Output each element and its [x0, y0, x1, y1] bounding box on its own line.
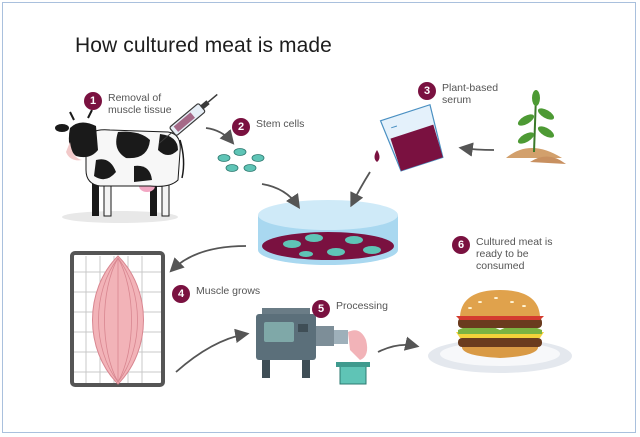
step-badge: 4: [172, 285, 190, 303]
step-label: Removal of muscle tissue: [108, 92, 172, 116]
page-title: How cultured meat is made: [75, 34, 332, 57]
petri-dish-illustration: [258, 200, 398, 265]
step-badge: 3: [418, 82, 436, 100]
processing-machine-illustration: [256, 308, 370, 385]
step-badge: 6: [452, 236, 470, 254]
syringe-illustration: [158, 93, 218, 144]
step-2: 2 Stem cells: [232, 118, 304, 136]
step-badge: 5: [312, 300, 330, 318]
arrow-3-to-dish: [350, 171, 371, 208]
step-badge: 1: [84, 92, 102, 110]
cow-illustration: [55, 109, 185, 223]
arrow-5-to-6: [377, 336, 420, 353]
step-4: 4 Muscle grows: [172, 285, 260, 303]
step-label: Muscle grows: [196, 285, 261, 297]
stem-cells-illustration: [217, 148, 265, 172]
step-label: Cultured meat is ready to be consumed: [476, 236, 553, 272]
step-label: Plant-based serum: [442, 82, 499, 106]
serum-drop-icon: [374, 150, 380, 162]
arrow-dish-to-4: [169, 245, 247, 273]
plant-illustration: [506, 90, 566, 164]
step-badge: 2: [232, 118, 250, 136]
arrow-4-to-5: [175, 328, 250, 373]
arrow-1-to-2: [205, 127, 235, 145]
step-1: 1 Removal of muscle tissue: [84, 92, 172, 116]
burger-plate-illustration: [428, 290, 572, 373]
step-3: 3 Plant-based serum: [418, 82, 498, 106]
step-label: Stem cells: [256, 118, 305, 130]
step-5: 5 Processing: [312, 300, 388, 318]
step-label: Processing: [336, 300, 388, 312]
arrow-2-to-dish: [261, 183, 300, 209]
serum-beaker-illustration: [379, 103, 444, 172]
arrow-plant-to-serum: [458, 142, 495, 157]
muscle-frame-illustration: [70, 251, 165, 387]
step-6: 6 Cultured meat is ready to be consumed: [452, 236, 552, 272]
